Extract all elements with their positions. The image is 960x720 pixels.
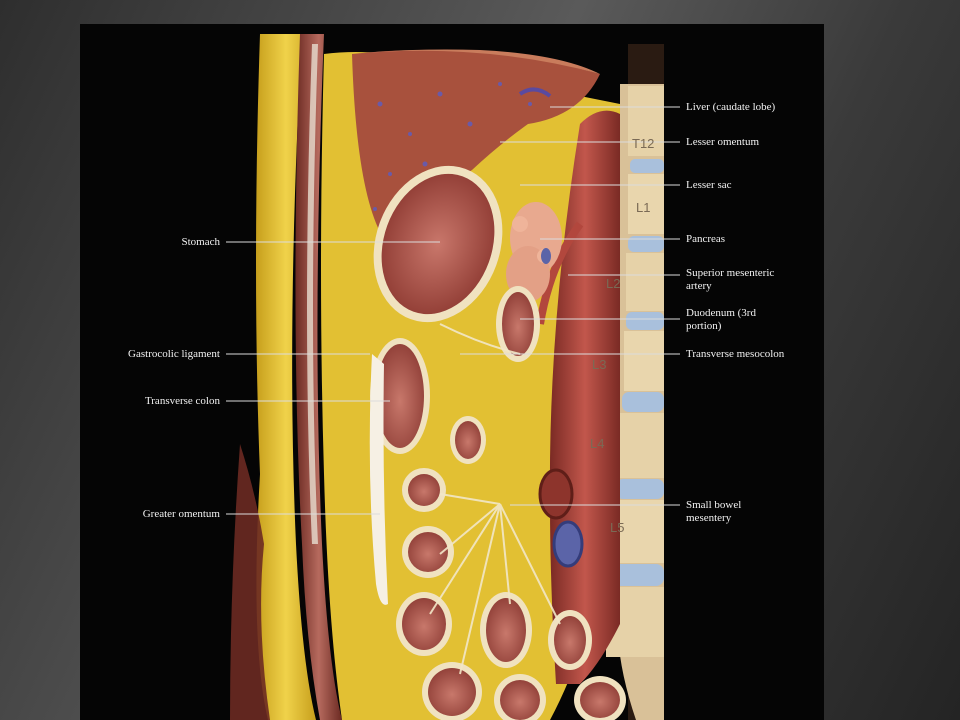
vertebra-label-l2: L2 [606,276,621,291]
mesentery-strands [429,323,561,675]
label-transverse-colon: Transverse colon [144,395,220,407]
label-sma-line2: artery [686,280,712,292]
vertebral-discs [608,159,664,586]
label-lesser-sac: Lesser sac [686,179,732,191]
anatomy-illustration [226,34,680,720]
label-duodenum: Duodenum (3rd portion) [686,307,756,333]
label-small-bowel-mesentery: Small bowel mesentery [686,499,741,525]
label-gastrocolic-ligament: Gastrocolic ligament [128,348,220,360]
label-greater-omentum: Greater omentum [142,508,220,520]
label-small-bowel-line1: Small bowel [686,499,742,511]
label-transverse-mesocolon: Transverse mesocolon [686,348,785,360]
label-sma-line1: Superior mesenteric [686,267,775,279]
vertebra-label-l3: L3 [592,357,607,372]
superior-mesenteric-artery [536,221,584,325]
label-duodenum-line2: portion) [686,320,722,332]
stomach [373,165,503,323]
vertebra-label-t12: T12 [632,136,655,151]
transverse-colon [370,338,430,454]
vertebra-label-l5: L5 [610,520,625,535]
label-stomach: Stomach [181,236,221,248]
greater-omentum [369,354,388,605]
label-superior-mesenteric-artery: Superior mesenteric artery [686,267,774,293]
duodenum [496,286,540,362]
label-lesser-omentum: Lesser omentum [686,136,760,148]
slide-panel: T12 L1 L2 L3 L4 L5 Liver (caudate lobe) … [80,24,824,720]
leader-lines [226,106,680,515]
vertebra-label-l4: L4 [590,436,605,451]
label-duodenum-line1: Duodenum (3rd [686,307,756,319]
lumbar-spine [606,44,664,720]
label-pancreas: Pancreas [686,233,726,245]
vertebral-bodies [606,86,664,657]
vertebra-label-l1: L1 [636,200,651,215]
aorta [538,110,620,684]
label-liver: Liver (caudate lobe) [686,101,776,113]
small-colon-loop [450,416,486,464]
small-bowel-loops [396,468,626,720]
label-small-bowel-line2: mesentery [686,512,732,524]
abdominal-wall [230,34,342,720]
pancreas [506,202,562,302]
